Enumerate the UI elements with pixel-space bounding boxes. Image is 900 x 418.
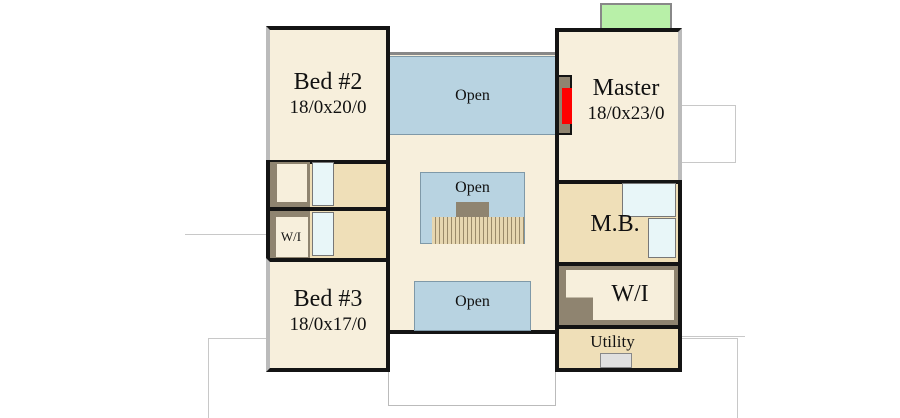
porch-outline	[388, 330, 556, 406]
open-bottom-label: Open	[455, 293, 490, 310]
master-bath-label: M.B.	[590, 211, 640, 237]
open-top	[388, 56, 557, 135]
master-name: Master	[592, 75, 660, 101]
staircase	[432, 217, 524, 244]
shower-2	[312, 212, 334, 256]
bed-walkin-label: W/I	[280, 229, 302, 244]
open-top-label: Open	[455, 87, 490, 104]
open-bottom	[414, 281, 531, 331]
deck	[600, 3, 672, 31]
bed2-name: Bed #2	[293, 69, 363, 95]
fireplace-fire	[562, 88, 572, 124]
master-tub	[648, 218, 676, 258]
utility-sink	[600, 353, 632, 368]
utility-label: Utility	[590, 332, 635, 351]
bath-divider	[270, 207, 386, 211]
bed-walkin-inner	[276, 217, 308, 257]
bed2-dims: 18/0x20/0	[289, 97, 367, 118]
shower-1	[312, 162, 334, 206]
site-outline-right	[680, 105, 736, 163]
bed3-name: Bed #3	[293, 286, 363, 312]
master-room	[555, 28, 682, 184]
open-middle-label: Open	[455, 179, 490, 196]
site-line	[185, 234, 270, 235]
master-dims: 18/0x23/0	[587, 103, 665, 124]
master-shower	[622, 183, 676, 217]
bed3-room	[266, 258, 390, 372]
site-outline-left-bottom	[208, 338, 270, 418]
stair-landing	[456, 202, 489, 218]
bed3-dims: 18/0x17/0	[289, 314, 367, 335]
site-outline-right-bottom	[680, 338, 738, 418]
master-walkin-label: W/I	[611, 281, 649, 307]
closet-left-inner	[277, 164, 307, 202]
site-line	[680, 336, 745, 337]
